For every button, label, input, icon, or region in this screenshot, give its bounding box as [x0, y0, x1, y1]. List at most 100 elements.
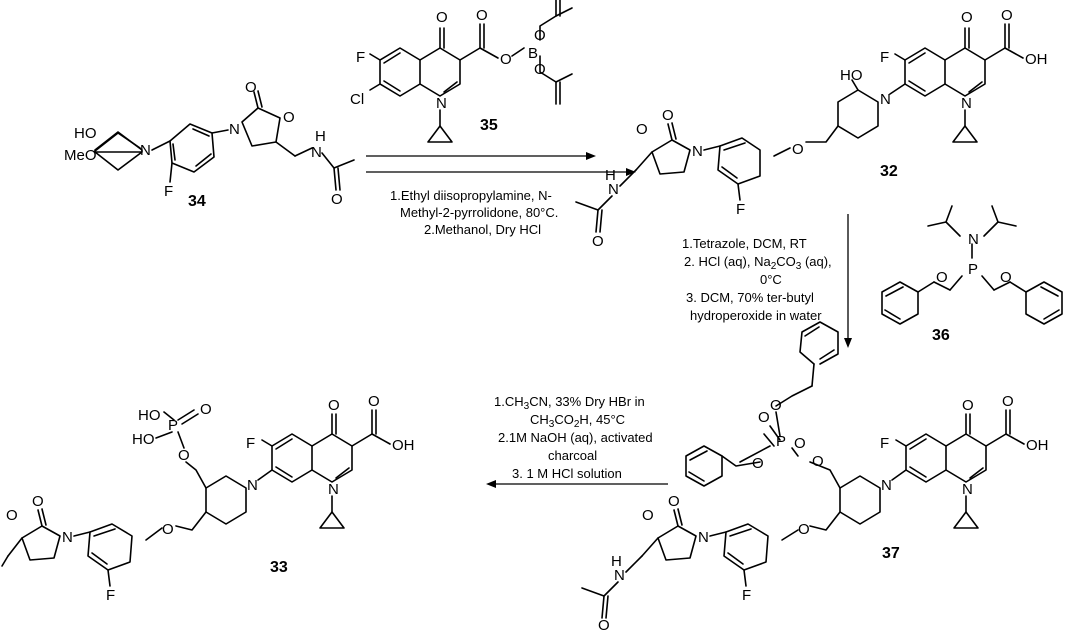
compound-label-37: 37	[882, 545, 900, 562]
atom-o: O	[636, 121, 648, 138]
atom-n: N	[229, 121, 240, 138]
compound-34-structure	[94, 90, 355, 191]
atom-o: O	[534, 27, 546, 44]
atom-o: O	[642, 507, 654, 524]
step2-condition-line3: 0°C	[760, 272, 782, 287]
step1-condition-line3: 2.Methanol, Dry HCl	[424, 222, 541, 237]
atom-o: O	[500, 51, 512, 68]
atom-o: O	[283, 109, 295, 126]
compound-36-structure	[881, 205, 1063, 325]
step3-condition-line2: CH3CO2H, 45°C	[530, 412, 625, 430]
atom-o: O	[798, 521, 810, 538]
compound-35-structure	[369, 0, 573, 143]
atom-oh: OH	[392, 437, 415, 454]
atom-p: P	[776, 433, 786, 450]
atom-f: F	[106, 587, 115, 604]
atom-n: N	[880, 91, 891, 108]
atom-n: N	[62, 529, 73, 546]
atom-o: O	[758, 409, 770, 426]
step3-condition-line5: 3. 1 M HCl solution	[512, 466, 622, 481]
step3-condition-line3: 2.1M NaOH (aq), activated	[498, 430, 653, 445]
atom-n: N	[962, 481, 973, 498]
atom-n: N	[698, 529, 709, 546]
step2-condition-line2: 2. HCl (aq), Na2CO3 (aq),	[684, 254, 832, 272]
reaction-arrow-step1	[366, 152, 636, 176]
atom-o: O	[328, 397, 340, 414]
atom-n: N	[614, 567, 625, 584]
compound-label-36: 36	[932, 327, 950, 344]
atom-n: N	[311, 144, 322, 161]
atom-oh: OH	[1026, 437, 1049, 454]
compound-label-35: 35	[480, 117, 498, 134]
atom-o: O	[1002, 393, 1014, 410]
atom-o: O	[6, 507, 18, 524]
atom-o: O	[162, 521, 174, 538]
atom-h: HO	[132, 431, 155, 448]
step1-condition-line1: 1.Ethyl diisopropylamine, N-	[390, 188, 552, 203]
atom-o: O	[1000, 269, 1012, 286]
atom-h: H	[605, 167, 616, 184]
atom-h: H	[611, 553, 622, 570]
atom-o: O	[770, 397, 782, 414]
step2-condition-line5: hydroperoxide in water	[690, 308, 822, 323]
atom-n: N	[968, 231, 979, 248]
step2-condition-line4: 3. DCM, 70% ter-butyl	[686, 290, 814, 305]
atom-ho: HO	[74, 125, 97, 142]
atom-o: O	[662, 107, 674, 124]
atom-o: O	[476, 7, 488, 24]
atom-f: F	[164, 183, 173, 200]
atom-f: F	[880, 435, 889, 452]
atom-n: N	[608, 181, 619, 198]
atom-o: O	[668, 493, 680, 510]
atom-ho: HO	[840, 67, 863, 84]
step3-condition-line1: 1.CH3CN, 33% Dry HBr in	[494, 394, 645, 412]
atom-o: O	[961, 9, 973, 26]
atom-n: N	[692, 143, 703, 160]
compound-label-32: 32	[880, 163, 898, 180]
atom-p: P	[168, 417, 178, 434]
compound-32-structure	[575, 23, 1024, 233]
step3-condition-line4: charcoal	[548, 448, 597, 463]
atom-h: H	[315, 128, 326, 145]
atom-meo: MeO	[64, 147, 97, 164]
atom-oh: OH	[1025, 51, 1048, 68]
atom-o: O	[331, 191, 343, 208]
atom-o: O	[794, 435, 806, 452]
atom-o: O	[245, 79, 257, 96]
atom-f: F	[356, 49, 365, 66]
atom-o: O	[178, 447, 190, 464]
atom-o: O	[792, 141, 804, 158]
atom-h: HO	[138, 407, 161, 424]
atom-o: O	[752, 455, 764, 472]
atom-o: O	[598, 617, 610, 632]
reaction-arrow-step3	[486, 480, 668, 488]
atom-o: O	[436, 9, 448, 26]
atom-o: O	[592, 233, 604, 250]
reaction-arrow-step2	[844, 214, 852, 348]
compound-33-structure	[1, 409, 391, 587]
atom-o: O	[962, 397, 974, 414]
atom-o: O	[200, 401, 212, 418]
step2-condition-line1: 1.Tetrazole, DCM, RT	[682, 236, 807, 251]
atom-n: N	[328, 481, 339, 498]
atom-f: F	[742, 587, 751, 604]
atom-n: N	[881, 477, 892, 494]
compound-label-34: 34	[188, 193, 206, 210]
step1-condition-line2: Methyl-2-pyrrolidone, 80°C.	[400, 205, 558, 220]
atom-o: O	[812, 453, 824, 470]
atom-n: N	[961, 95, 972, 112]
compound-37-structure	[581, 321, 1025, 619]
atom-o: O	[936, 269, 948, 286]
atom-f: F	[880, 49, 889, 66]
atom-n: N	[247, 477, 258, 494]
atom-f: F	[246, 435, 255, 452]
atom-f: F	[736, 201, 745, 218]
compound-label-33: 33	[270, 559, 288, 576]
atom-b: B	[528, 45, 538, 62]
atom-n: N	[436, 95, 447, 112]
atom-cl: Cl	[350, 91, 364, 108]
atom-p: P	[968, 261, 978, 278]
atom-o: O	[32, 493, 44, 510]
atom-n: N	[140, 142, 151, 159]
